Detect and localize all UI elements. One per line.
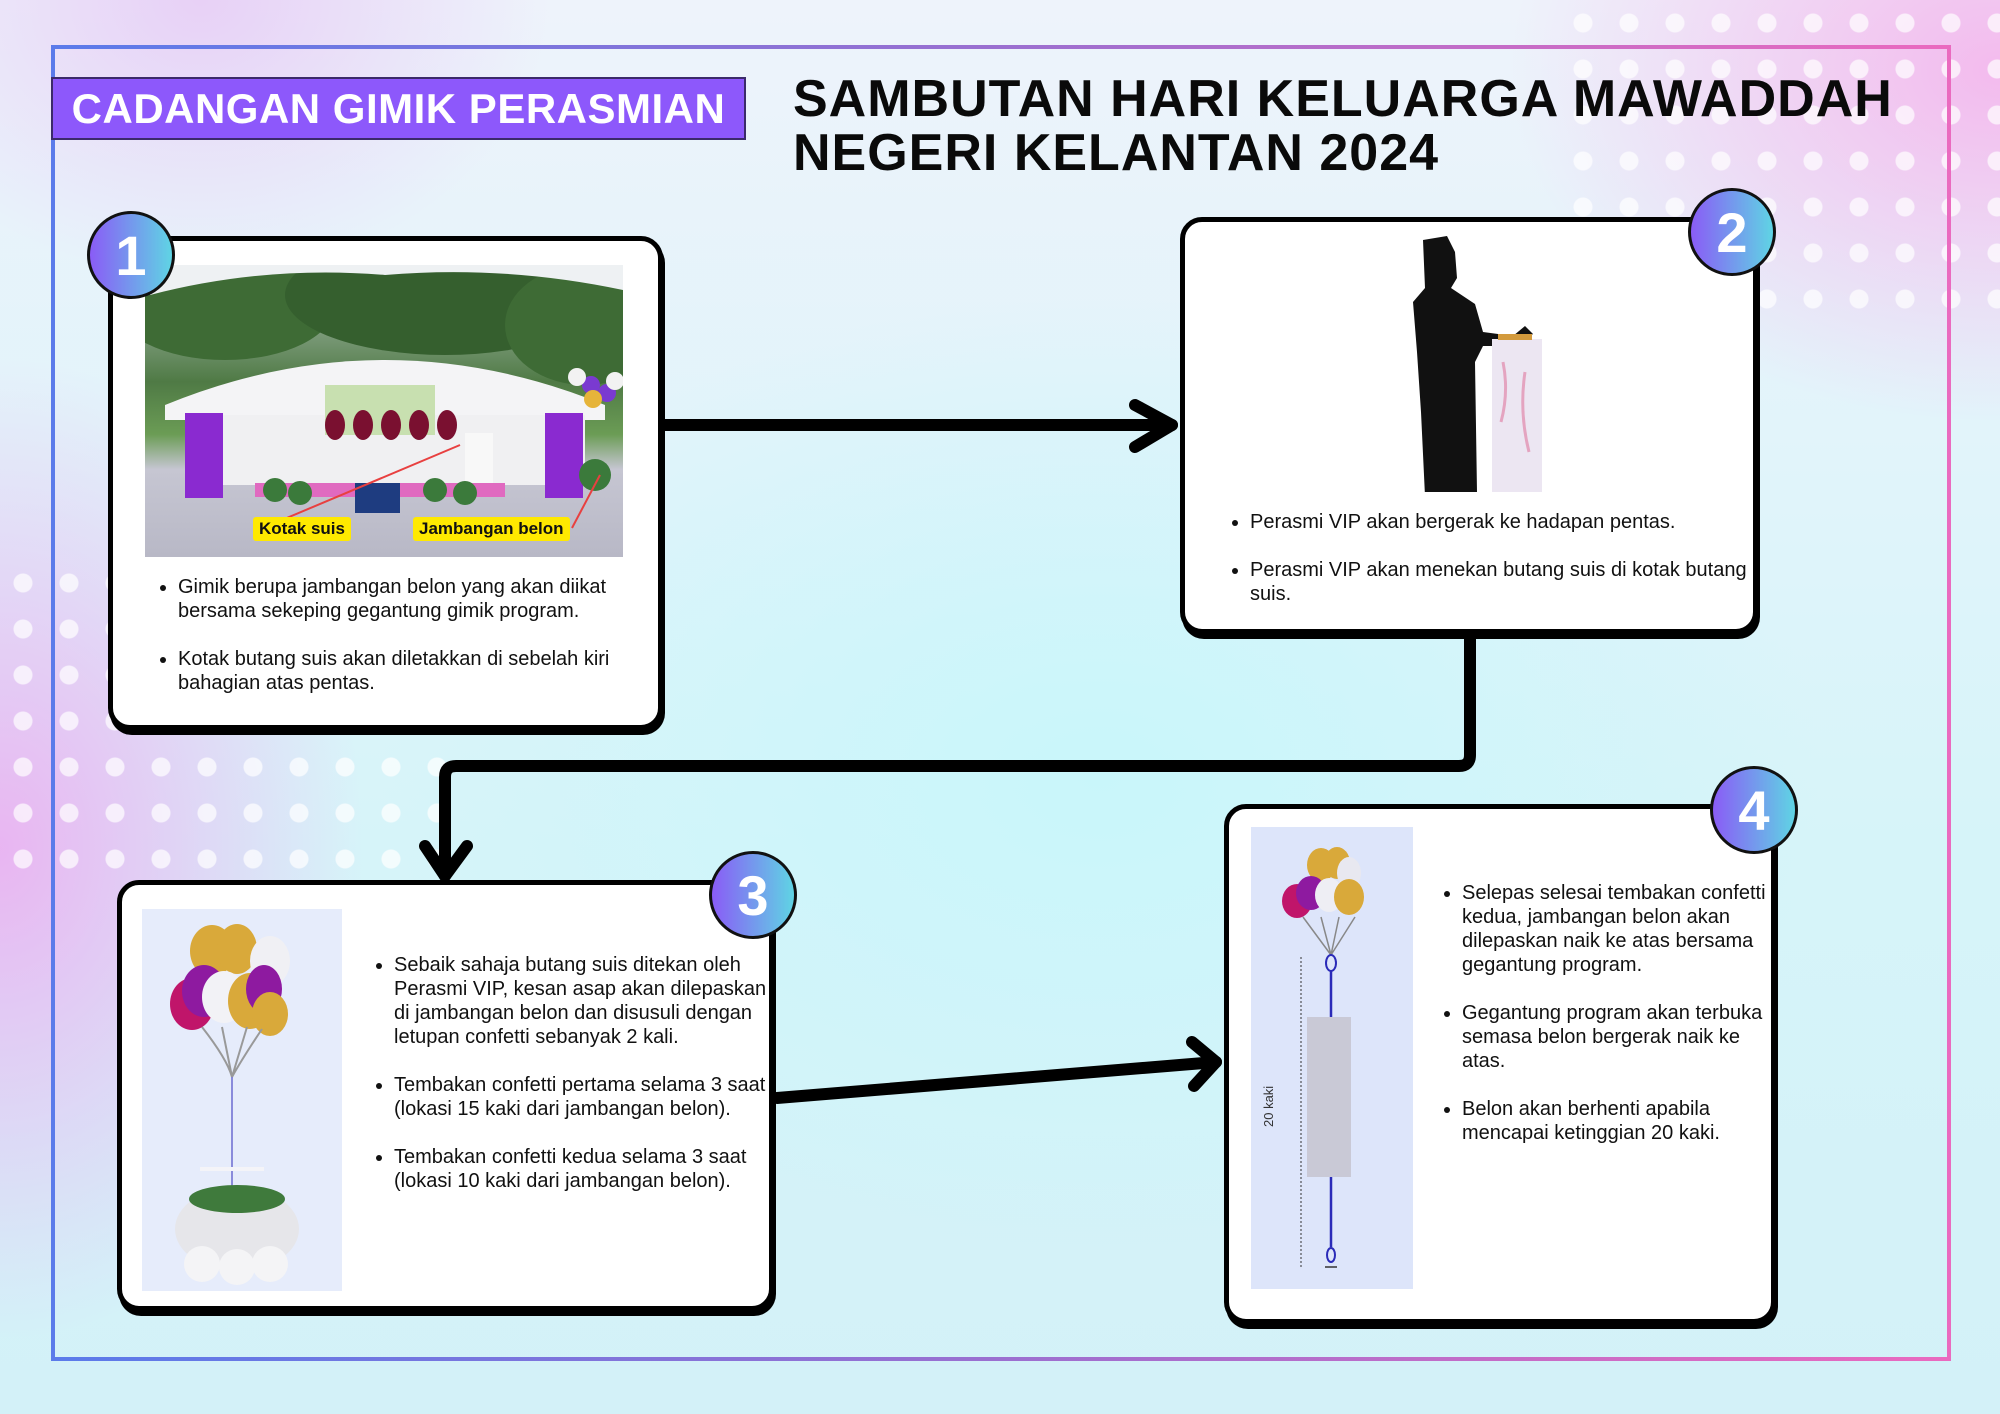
callout-kotak-suis: Kotak suis	[253, 517, 351, 541]
bullet: Perasmi VIP akan bergerak ke hadapan pen…	[1250, 510, 1770, 534]
bullet: Gimik berupa jambangan belon yang akan d…	[178, 575, 658, 623]
bullet: Perasmi VIP akan menekan butang suis di …	[1250, 558, 1770, 606]
page-title: SAMBUTAN HARI KELUARGA MAWADDAH NEGERI K…	[793, 72, 1893, 180]
bullet: Selepas selesai tembakan confetti kedua,…	[1462, 881, 1772, 977]
balloon-banner-illustration	[1282, 847, 1364, 1269]
section-label: CADANGAN GIMIK PERASMIAN	[51, 77, 746, 140]
dimension-label: 20 kaki	[1261, 1085, 1276, 1127]
step-3-bullets: Sebaik sahaja butang suis ditekan oleh P…	[364, 953, 784, 1193]
step-3-card: Sebaik sahaja butang suis ditekan oleh P…	[117, 880, 774, 1311]
bullet: Belon akan berhenti apabila mencapai ket…	[1462, 1097, 1772, 1145]
arrow-step2-to-step3	[439, 630, 1476, 882]
bullet: Gegantung program akan terbuka semasa be…	[1462, 1001, 1772, 1073]
step-2-bullets: Perasmi VIP akan bergerak ke hadapan pen…	[1220, 510, 1770, 606]
step-3-badge: 3	[709, 851, 797, 939]
step-4-card: 20 kaki Selepas selesai tembakan confett…	[1224, 804, 1776, 1324]
arrow-step3-to-step4	[771, 1056, 1222, 1104]
callout-jambangan-belon: Jambangan belon	[413, 517, 570, 541]
balloon-bouquet-illustration	[170, 924, 299, 1285]
bullet: Sebaik sahaja butang suis ditekan oleh P…	[394, 953, 784, 1049]
step-1-bullets: Gimik berupa jambangan belon yang akan d…	[148, 575, 658, 695]
bullet: Tembakan confetti kedua selama 3 saat (l…	[394, 1145, 784, 1193]
title-line-1: SAMBUTAN HARI KELUARGA MAWADDAH	[793, 70, 1893, 128]
bullet: Tembakan confetti pertama selama 3 saat …	[394, 1073, 784, 1121]
balloon-rising-image: 20 kaki	[1251, 827, 1413, 1289]
stage-illustration	[145, 265, 623, 529]
step-1-badge: 1	[87, 211, 175, 299]
title-line-2: NEGERI KELANTAN 2024	[793, 124, 1440, 182]
step-2-badge: 2	[1688, 188, 1776, 276]
bullet: Kotak butang suis akan diletakkan di seb…	[178, 647, 658, 695]
step-4-badge: 4	[1710, 766, 1798, 854]
stage-render-image: Kotak suis Jambangan belon	[145, 265, 623, 557]
balloon-smoke-image	[142, 909, 342, 1291]
step-1-card: Kotak suis Jambangan belon Gimik berupa …	[108, 236, 663, 730]
vip-silhouette-image	[1413, 236, 1542, 492]
step-2-card: Perasmi VIP akan bergerak ke hadapan pen…	[1180, 217, 1758, 634]
step-4-bullets: Selepas selesai tembakan confetti kedua,…	[1432, 881, 1772, 1145]
